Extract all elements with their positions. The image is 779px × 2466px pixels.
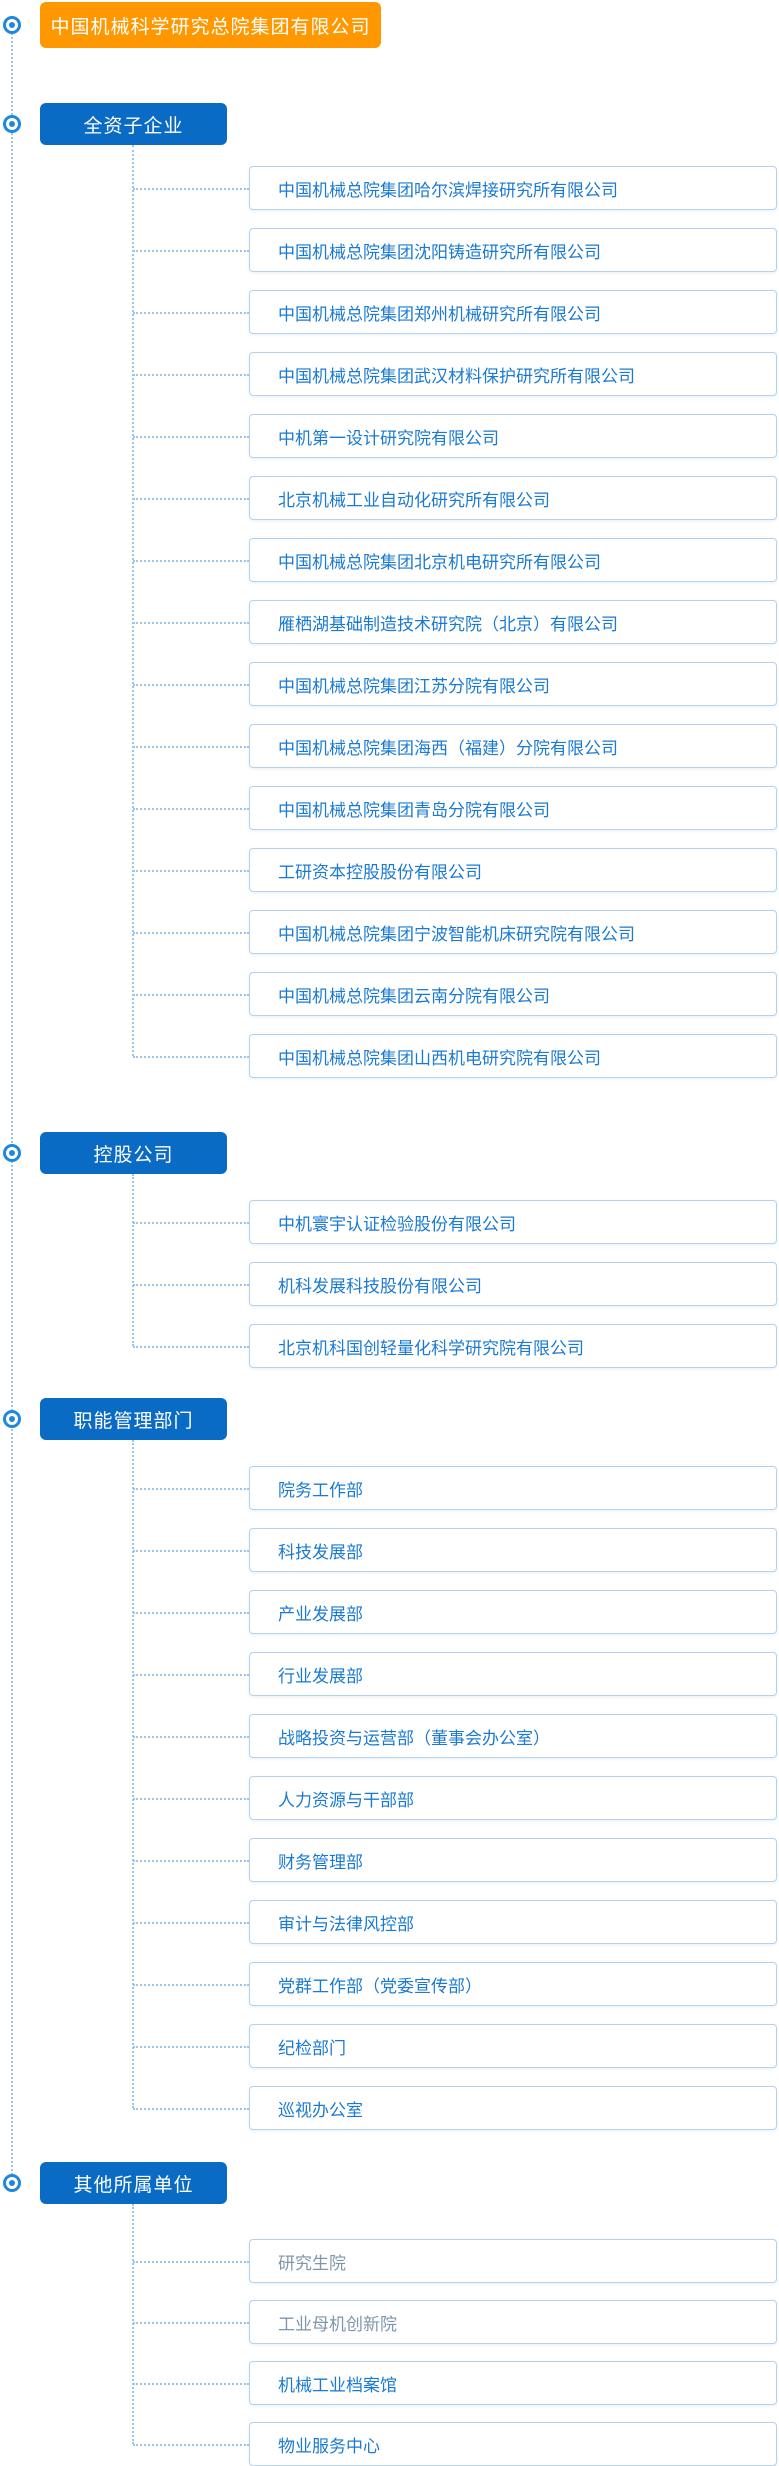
org-unit-item[interactable]: 中国机械总院集团郑州机械研究所有限公司: [133, 290, 777, 334]
org-unit-item[interactable]: 中国机械总院集团北京机电研究所有限公司: [133, 538, 777, 582]
org-unit-label: 纪检部门: [278, 2038, 346, 2059]
section-header-label: 其他所属单位: [73, 2173, 194, 2196]
org-unit-item[interactable]: 中国机械总院集团山西机电研究院有限公司: [133, 1034, 777, 1078]
org-unit-item[interactable]: 人力资源与干部部: [133, 1776, 777, 1820]
section-item-list: 研究生院 工业母机创新院 机械工业档案馆 物业服务中心: [133, 2239, 777, 2466]
section-node-marker-icon: [3, 115, 21, 133]
org-unit-item[interactable]: 工业母机创新院: [133, 2300, 777, 2344]
org-unit-item[interactable]: 机科发展科技股份有限公司: [133, 1262, 777, 1306]
section-header-other-units: 其他所属单位: [40, 2162, 227, 2204]
org-unit-label: 中国机械总院集团郑州机械研究所有限公司: [278, 304, 601, 325]
root-company-node: 中国机械科学研究总院集团有限公司: [40, 2, 381, 48]
org-unit-item[interactable]: 中机第一设计研究院有限公司: [133, 414, 777, 458]
org-unit-label: 中国机械总院集团山西机电研究院有限公司: [278, 1048, 601, 1069]
org-unit-item[interactable]: 战略投资与运营部（董事会办公室）: [133, 1714, 777, 1758]
section-node-marker-icon: [3, 1410, 21, 1428]
section-header-departments: 职能管理部门: [40, 1398, 227, 1440]
org-unit-item[interactable]: 纪检部门: [133, 2024, 777, 2068]
org-unit-label: 行业发展部: [278, 1666, 363, 1687]
org-unit-label: 工研资本控股股份有限公司: [278, 862, 482, 883]
org-unit-item[interactable]: 中机寰宇认证检验股份有限公司: [133, 1200, 777, 1244]
org-unit-label: 研究生院: [278, 2253, 346, 2274]
org-unit-item[interactable]: 工研资本控股股份有限公司: [133, 848, 777, 892]
section-node-marker-icon: [3, 2174, 21, 2192]
org-unit-item[interactable]: 研究生院: [133, 2239, 777, 2283]
org-unit-item[interactable]: 行业发展部: [133, 1652, 777, 1696]
org-unit-item[interactable]: 中国机械总院集团云南分院有限公司: [133, 972, 777, 1016]
org-unit-item[interactable]: 北京机械工业自动化研究所有限公司: [133, 476, 777, 520]
org-unit-item[interactable]: 中国机械总院集团江苏分院有限公司: [133, 662, 777, 706]
root-company-label: 中国机械科学研究总院集团有限公司: [50, 15, 371, 38]
org-unit-label: 中机寰宇认证检验股份有限公司: [278, 1214, 516, 1235]
org-unit-item[interactable]: 财务管理部: [133, 1838, 777, 1882]
root-node-marker-icon: [3, 16, 21, 34]
org-unit-label: 物业服务中心: [278, 2436, 380, 2457]
org-unit-label: 北京机科国创轻量化科学研究院有限公司: [278, 1338, 584, 1359]
org-unit-label: 中国机械总院集团北京机电研究所有限公司: [278, 552, 601, 573]
org-unit-item[interactable]: 院务工作部: [133, 1466, 777, 1510]
org-unit-label: 机科发展科技股份有限公司: [278, 1276, 482, 1297]
org-unit-label: 产业发展部: [278, 1604, 363, 1625]
org-unit-label: 机械工业档案馆: [278, 2375, 397, 2396]
org-unit-item[interactable]: 中国机械总院集团海西（福建）分院有限公司: [133, 724, 777, 768]
org-unit-item[interactable]: 产业发展部: [133, 1590, 777, 1634]
org-unit-item[interactable]: 审计与法律风控部: [133, 1900, 777, 1944]
org-unit-label: 财务管理部: [278, 1852, 363, 1873]
org-unit-item[interactable]: 科技发展部: [133, 1528, 777, 1572]
section-node-marker-icon: [3, 1144, 21, 1162]
main-connector-line: [11, 25, 13, 2183]
org-unit-item[interactable]: 机械工业档案馆: [133, 2361, 777, 2405]
org-unit-item[interactable]: 中国机械总院集团哈尔滨焊接研究所有限公司: [133, 166, 777, 210]
section-header-label: 控股公司: [93, 1143, 174, 1166]
org-unit-label: 中国机械总院集团武汉材料保护研究所有限公司: [278, 366, 635, 387]
section-item-list: 中机寰宇认证检验股份有限公司 机科发展科技股份有限公司 北京机科国创轻量化科学研…: [133, 1200, 777, 1368]
section-header-holding: 控股公司: [40, 1132, 227, 1174]
org-unit-label: 战略投资与运营部（董事会办公室）: [278, 1728, 550, 1749]
section-item-list: 中国机械总院集团哈尔滨焊接研究所有限公司 中国机械总院集团沈阳铸造研究所有限公司…: [133, 166, 777, 1078]
org-unit-item[interactable]: 党群工作部（党委宣传部）: [133, 1962, 777, 2006]
section-header-label: 职能管理部门: [73, 1409, 194, 1432]
org-unit-label: 中国机械总院集团江苏分院有限公司: [278, 676, 550, 697]
org-unit-item[interactable]: 雁栖湖基础制造技术研究院（北京）有限公司: [133, 600, 777, 644]
org-unit-label: 审计与法律风控部: [278, 1914, 414, 1935]
org-unit-label: 中国机械总院集团云南分院有限公司: [278, 986, 550, 1007]
section-header-wholly-owned: 全资子企业: [40, 103, 227, 145]
org-unit-label: 中国机械总院集团海西（福建）分院有限公司: [278, 738, 618, 759]
org-unit-item[interactable]: 中国机械总院集团武汉材料保护研究所有限公司: [133, 352, 777, 396]
org-unit-label: 科技发展部: [278, 1542, 363, 1563]
org-unit-item[interactable]: 中国机械总院集团青岛分院有限公司: [133, 786, 777, 830]
org-unit-item[interactable]: 巡视办公室: [133, 2086, 777, 2130]
section-item-list: 院务工作部 科技发展部 产业发展部 行业发展部 战略投资与运营部（董事会办公室）: [133, 1466, 777, 2130]
org-unit-label: 中国机械总院集团哈尔滨焊接研究所有限公司: [278, 180, 618, 201]
org-unit-label: 中国机械总院集团宁波智能机床研究院有限公司: [278, 924, 635, 945]
org-unit-item[interactable]: 物业服务中心: [133, 2422, 777, 2466]
org-unit-item[interactable]: 北京机科国创轻量化科学研究院有限公司: [133, 1324, 777, 1368]
org-unit-label: 北京机械工业自动化研究所有限公司: [278, 490, 550, 511]
org-unit-label: 中机第一设计研究院有限公司: [278, 428, 499, 449]
section-header-label: 全资子企业: [83, 114, 184, 137]
org-unit-label: 雁栖湖基础制造技术研究院（北京）有限公司: [278, 614, 618, 635]
section-connector-line: [132, 1440, 134, 2108]
org-unit-label: 人力资源与干部部: [278, 1790, 414, 1811]
section-connector-line: [132, 1174, 134, 1346]
org-unit-item[interactable]: 中国机械总院集团沈阳铸造研究所有限公司: [133, 228, 777, 272]
org-unit-item[interactable]: 中国机械总院集团宁波智能机床研究院有限公司: [133, 910, 777, 954]
org-unit-label: 中国机械总院集团青岛分院有限公司: [278, 800, 550, 821]
org-unit-label: 工业母机创新院: [278, 2314, 397, 2335]
section-connector-line: [132, 145, 134, 1056]
section-connector-line: [132, 2204, 134, 2444]
org-unit-label: 院务工作部: [278, 1480, 363, 1501]
org-unit-label: 党群工作部（党委宣传部）: [278, 1976, 482, 1997]
org-unit-label: 中国机械总院集团沈阳铸造研究所有限公司: [278, 242, 601, 263]
org-unit-label: 巡视办公室: [278, 2100, 363, 2121]
